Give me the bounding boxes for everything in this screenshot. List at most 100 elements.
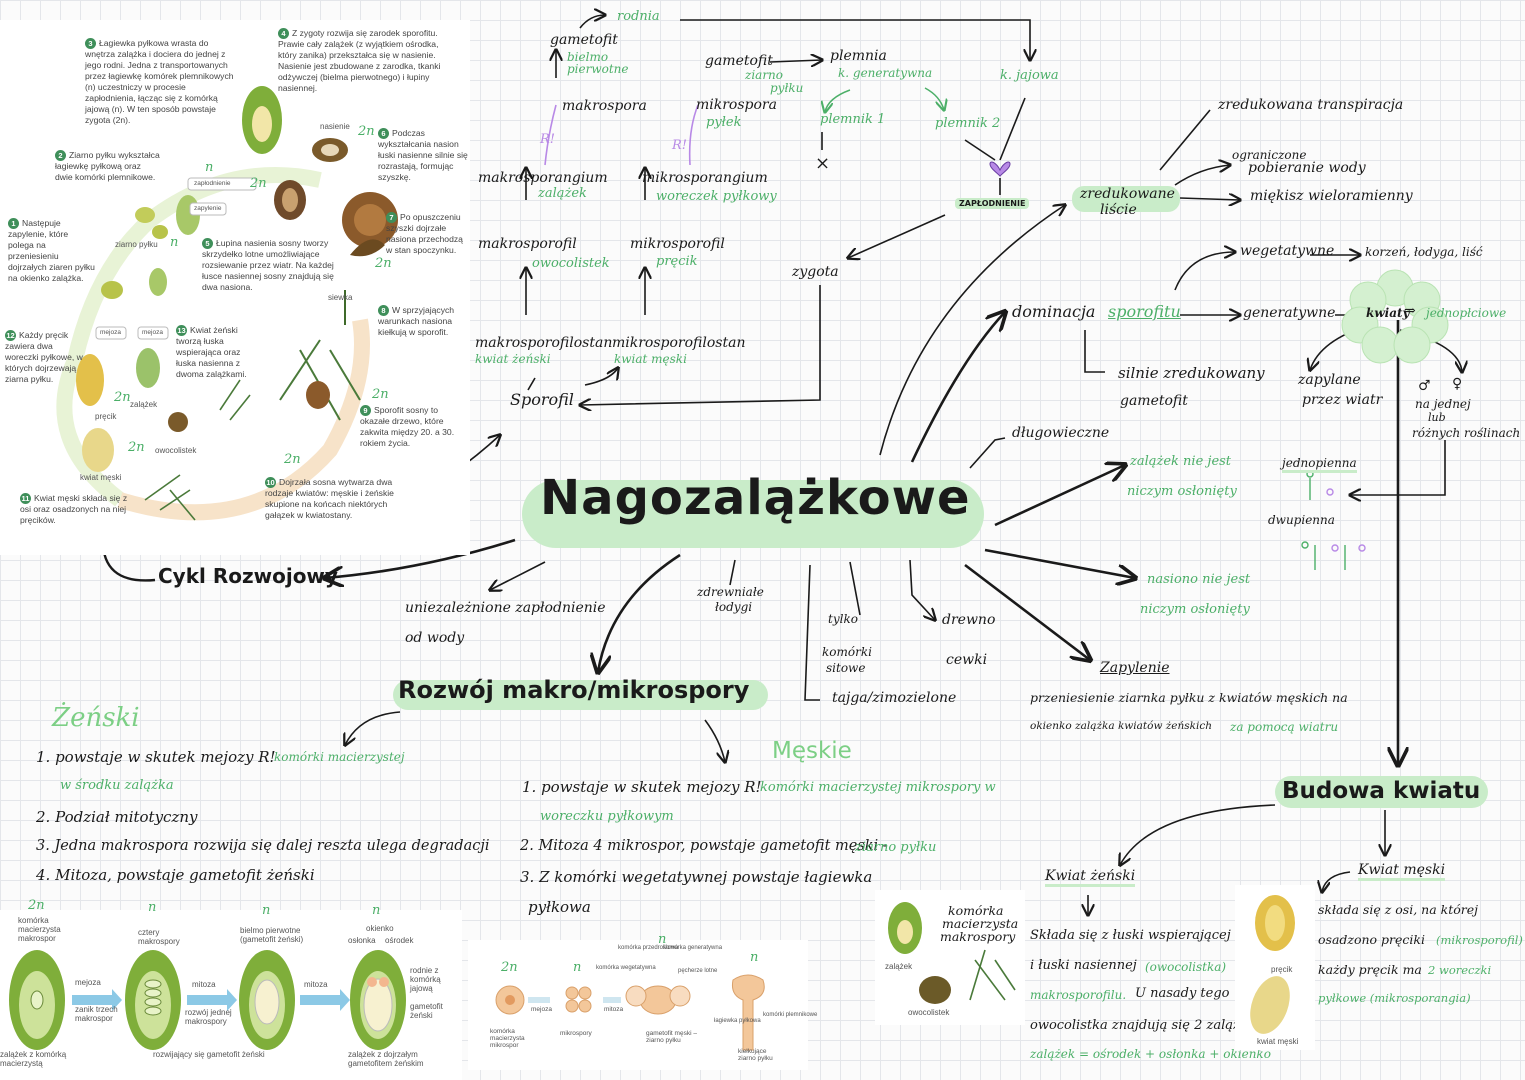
makrospora: makrospora (562, 98, 647, 114)
female-symbol: ♀ (1452, 376, 1463, 392)
makrosporofilostan: makrosporofilostan (475, 335, 613, 351)
mikrospora-figure: 2n n n n mejoza mitoza komórka przedrośl… (468, 932, 817, 1070)
meski-desc-2g: (mikrosporofil) (1436, 933, 1523, 947)
bielmo: bielmo (567, 50, 609, 64)
niczym-oslonity-1: niczym osłonięty (1127, 484, 1237, 499)
implies-arrow: ⇒ (1404, 303, 1416, 319)
plemnik-1-discarded: × (815, 153, 831, 174)
makrospory: makrospory (940, 929, 1016, 944)
ograniczone: ograniczone (1232, 148, 1307, 162)
bl-mejoza: mejoza (75, 978, 101, 987)
cewki: cewki (946, 652, 988, 668)
zalazek: zalążek (538, 186, 587, 201)
miekisz: miękisz wieloramienny (1250, 188, 1413, 204)
bl-bielmo: bielmo pierwotne (gametofit żeński) (240, 926, 304, 944)
label-precik: pręcik (95, 412, 117, 421)
bm-ploidy-3: n (658, 932, 667, 947)
cycle-ring (56, 86, 398, 521)
zaplodnienie-label: ZAPŁODNIENIE (955, 198, 1030, 209)
owocolistek: owocolistek (532, 256, 610, 271)
bl-ploidy-1: 2n (28, 898, 45, 913)
bl-okienko: okienko (366, 924, 394, 933)
zenski-2: 2. Podział mitotyczny (36, 808, 198, 826)
kwiat-meski-image: pręcik kwiat męski (1235, 885, 1315, 1050)
zdrewniale: zdrewniałe (697, 585, 764, 599)
bl-gametofit: gametofit żeński (410, 1002, 443, 1020)
lodygi: łodygi (715, 600, 753, 614)
zenski-desc-5: zalążek = ośrodek + osłonka + okienko (1030, 1047, 1271, 1061)
ploidy-g: 2n (284, 452, 301, 467)
zapylenie-def-1: przeniesienie ziarnka pyłku z kwiatów mę… (1030, 690, 1348, 705)
bm-lbl-lagiewka: łagiewka pyłkowa (714, 1018, 761, 1024)
sporofil: Sporofil (510, 390, 574, 409)
zapylenie-def-3: za pomocą wiatru (1230, 720, 1339, 734)
kwiat-zenski-label: Kwiat żeński (1045, 868, 1136, 887)
bm-mitoza: mitoza (604, 1006, 624, 1013)
mikrosporangium: mikrosporangium (642, 170, 768, 186)
title-highlight (522, 480, 984, 548)
kwiat-zenski-top: kwiat żeński (475, 352, 551, 366)
wegetatywne: wegetatywne (1240, 243, 1335, 259)
plemnia: plemnia (830, 48, 887, 64)
bm-kom-3: gametofit męski – ziarno pyłku (646, 1030, 697, 1044)
kwiat-meski-img-label: kwiat męski (1257, 1037, 1299, 1046)
ploidy-h: 2n (114, 390, 131, 405)
precik: pręcik (656, 254, 698, 269)
rozwoj-title: Rozwój makro/mikrospory (398, 676, 750, 704)
meiosis-mark-2: R! (672, 138, 688, 153)
zalazek-nie-jest: zalążek nie jest (1130, 454, 1232, 469)
main-title: Nagozalążkowe (540, 470, 971, 526)
liscie: liście (1100, 202, 1137, 218)
niczym-oslonity-2: niczym osłonięty (1140, 602, 1250, 617)
meski-desc-2: osadzono pręciki (1318, 932, 1426, 947)
gametofit-zenski: gametofit (550, 32, 618, 48)
gametofit-right: gametofit (1120, 393, 1188, 409)
meskie-1a: 1. powstaje w skutek mejozy R! (522, 778, 762, 796)
generatywne: generatywne (1243, 305, 1336, 321)
zenski-1a: 1. powstaje w skutek mejozy R! (36, 748, 276, 766)
meskie-3a: 3. Z komórki wegetatywnej powstaje łagie… (520, 868, 873, 886)
meskie-2a: 2. Mitoza 4 mikrospor, powstaje gametofi… (520, 838, 888, 854)
bm-lbl-przedroslowa: komórka przedroślowa (618, 945, 679, 951)
bm-ploidy-2: n (573, 960, 582, 975)
label-mejoza-2: mejoza (142, 329, 163, 336)
bm-lbl-generatywna: komórka generatywna (663, 945, 723, 951)
uniezaleznione-zaplodnienie: uniezależnione zapłodnienie (405, 600, 606, 616)
label-zaplodnienie: zapłodnienie (194, 180, 231, 187)
jednopienna: jednopienna (1282, 456, 1357, 473)
zenski-4: 4. Mitoza, powstaje gametofit żeński (36, 866, 315, 884)
dominacja: dominacja (1012, 302, 1096, 321)
bl-caption-3: zalążek z dojrzałym gametofitem żeńskim (348, 1050, 424, 1068)
bl-oslonka: osłonka (348, 936, 376, 945)
zenski-desc-4: owocolistka znajdują się 2 zalążki (1030, 1018, 1252, 1033)
zenski-desc-2g: (owocolistka) (1145, 960, 1227, 974)
rodnia: rodnia (617, 9, 660, 24)
label-kwiat-meski: kwiat męski (80, 473, 122, 482)
przez-wiatr: przez wiatr (1302, 392, 1383, 408)
zenski-1b: komórki macierzystej (274, 750, 405, 764)
komorka: komórka (948, 903, 1004, 918)
silnie-zredukowany: silnie zredukowany (1118, 364, 1265, 382)
label-siewka: siewka (328, 293, 353, 302)
roznych-roslinach: różnych roślinach (1412, 426, 1521, 440)
plemnik-2: plemnik 2 (935, 116, 1001, 131)
mikrospora: mikrospora (696, 97, 777, 113)
sporofitu: sporofitu (1108, 302, 1181, 321)
macierzysta: macierzysta (942, 916, 1019, 931)
od-wody: od wody (405, 630, 465, 646)
bl-mitoza-1: mitoza (192, 980, 216, 989)
label-nasienie: nasienie (320, 122, 350, 131)
ploidy-a: n (205, 160, 214, 175)
bl-caption-2: rozwijający się gametofit żeński (153, 1050, 265, 1059)
meski-desc-1: składa się z osi, na której (1318, 902, 1478, 917)
ploidy-b: 2n (250, 176, 267, 191)
label-zalazek: zalążek (130, 400, 158, 409)
zenski-3: 3. Jedna makrospora rozwija się dalej re… (36, 838, 490, 854)
bm-kom-4: kiełkujące ziarno pyłku (738, 1048, 773, 1062)
